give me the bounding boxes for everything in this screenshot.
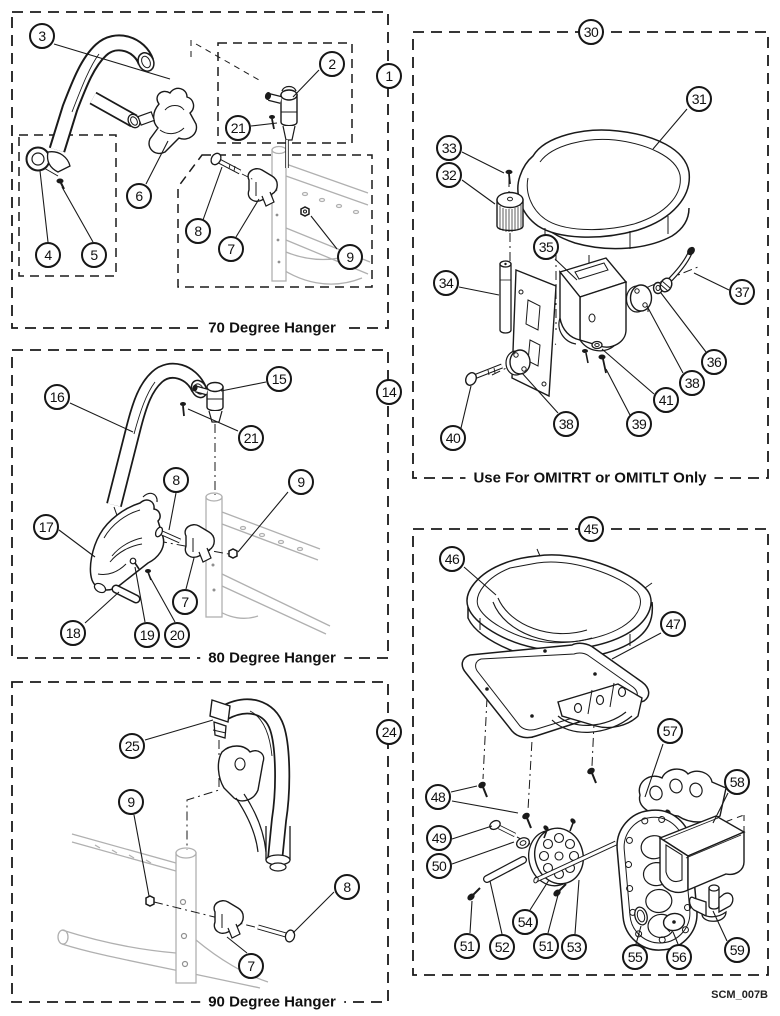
callout-8: 8 [185,218,211,244]
callout-38: 38 [553,411,579,437]
callout-58: 58 [724,769,750,795]
callout-7: 7 [218,236,244,262]
callout-ref-24: 24 [376,719,402,745]
callout-5: 5 [81,242,107,268]
callout-34: 34 [433,270,459,296]
callout-32: 32 [436,162,462,188]
callout-59: 59 [724,937,750,963]
callout-ref-30: 30 [578,19,604,45]
panel-80-degree-art [11,349,389,659]
callout-4: 4 [35,242,61,268]
callout-55: 55 [622,944,648,970]
callout-57: 57 [657,718,683,744]
panel-title-omit: Use For OMITRT or OMITLT Only [465,469,715,487]
figure-code: SCM_007B [711,989,768,1001]
callout-25: 25 [119,733,145,759]
callout-39: 39 [626,411,652,437]
callout-9: 9 [288,469,314,495]
callout-33: 33 [436,135,462,161]
callout-20: 20 [164,622,190,648]
callout-3: 3 [29,23,55,49]
callout-18: 18 [60,620,86,646]
panel-title-90-degree: 90 Degree Hanger [200,993,344,1011]
panel-title-80-degree: 80 Degree Hanger [200,649,344,667]
callout-47: 47 [660,611,686,637]
callout-8: 8 [163,467,189,493]
callout-46: 46 [439,546,465,572]
callout-36: 36 [701,349,727,375]
callout-6: 6 [126,183,152,209]
callout-53: 53 [561,934,587,960]
callout-9: 9 [337,244,363,270]
callout-16: 16 [44,384,70,410]
panel-90-degree-art [11,681,389,1003]
callout-17: 17 [33,514,59,540]
callout-15: 15 [266,366,292,392]
panel-footplate-art [412,528,769,976]
callout-54: 54 [512,909,538,935]
callout-7: 7 [172,589,198,615]
callout-40: 40 [440,425,466,451]
callout-50: 50 [426,853,452,879]
callout-49: 49 [426,825,452,851]
callout-52: 52 [489,934,515,960]
callout-19: 19 [134,622,160,648]
callout-51: 51 [533,933,559,959]
callout-8: 8 [334,874,360,900]
callout-51: 51 [454,933,480,959]
callout-9: 9 [118,789,144,815]
panel-omit-art [412,31,769,479]
panel-70-degree-art [11,11,389,329]
callout-7: 7 [238,953,264,979]
callout-21: 21 [225,115,251,141]
callout-35: 35 [533,234,559,260]
callout-2: 2 [319,51,345,77]
callout-41: 41 [653,387,679,413]
callout-ref-1: 1 [376,63,402,89]
callout-56: 56 [666,944,692,970]
callout-48: 48 [425,784,451,810]
callout-31: 31 [686,86,712,112]
callout-ref-14: 14 [376,379,402,405]
callout-37: 37 [729,279,755,305]
callout-ref-45: 45 [578,516,604,542]
callout-21: 21 [238,425,264,451]
panel-title-70-degree: 70 Degree Hanger [200,319,344,337]
callout-38: 38 [679,370,705,396]
